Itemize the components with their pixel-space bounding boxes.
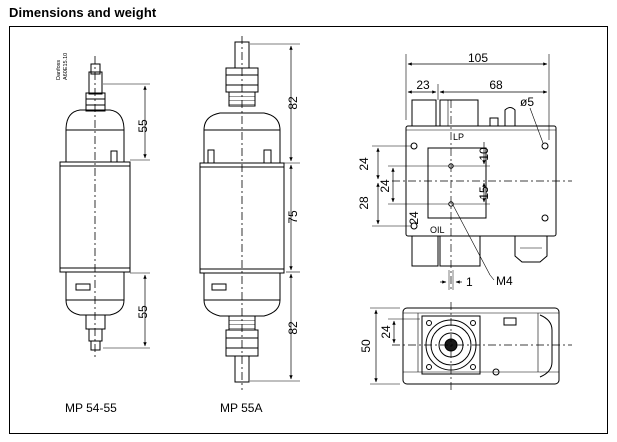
leader-dia5 — [529, 107, 544, 144]
bottom-hole — [492, 368, 500, 376]
upper-right-hook — [504, 107, 516, 126]
top-stem — [88, 71, 103, 95]
upper-tab — [263, 149, 272, 164]
bottom-stem-tip — [90, 340, 101, 351]
dim-left-upper: 55 — [136, 119, 150, 133]
lower-tab — [211, 283, 227, 291]
dim-mid-top: 82 — [286, 96, 300, 110]
mp54-55-view: Danfoss A60E15.10 — [56, 53, 150, 360]
label-oil: OIL — [430, 225, 445, 235]
corner-screw-br — [470, 364, 476, 370]
small-slot — [503, 317, 517, 326]
bottom-nut — [85, 314, 106, 330]
hole-bottom-right — [541, 214, 549, 222]
bottom-view — [370, 302, 572, 392]
dim-50: 50 — [359, 339, 373, 353]
watermark-danfoss: Danfoss — [56, 60, 62, 80]
section-heading: Dimensions and weight — [9, 5, 157, 20]
dim-mid-middle: 75 — [286, 210, 300, 224]
corner-screw-tr — [470, 320, 476, 326]
label-m4: M4 — [496, 274, 513, 288]
corner-screw-tl — [426, 320, 432, 326]
dim-105: 105 — [468, 51, 488, 65]
lower-tab — [75, 283, 91, 291]
bottom-stem — [88, 328, 103, 342]
leader-m4 — [452, 204, 491, 276]
upper-small-tab — [489, 117, 499, 127]
right-curve — [539, 314, 553, 378]
dim-68: 68 — [489, 78, 503, 92]
front-view — [372, 54, 572, 290]
lower-dome — [203, 299, 281, 317]
top-nut — [85, 92, 106, 112]
dim-mid-bottom: 82 — [286, 321, 300, 335]
caption-mp54-55: MP 54-55 — [65, 401, 117, 415]
dim-28: 28 — [357, 196, 371, 210]
upper-tab — [110, 150, 118, 163]
mp55a-view — [199, 36, 300, 390]
dim-24-bottom: 24 — [379, 325, 393, 339]
caption-mp55a: MP 55A — [220, 401, 262, 415]
dim-15: 15 — [477, 186, 491, 200]
dim-1: 1 — [466, 275, 473, 289]
lower-dome — [65, 299, 125, 316]
upper-dome — [203, 112, 281, 131]
upper-left-boss — [411, 99, 437, 127]
scale-window — [427, 147, 487, 219]
dim-23: 23 — [416, 78, 430, 92]
upper-center-boss — [439, 99, 479, 127]
bottom-plate — [402, 307, 560, 385]
lower-center-boss — [439, 235, 481, 267]
corner-screw-bl — [426, 364, 432, 370]
label-lp: LP — [453, 132, 464, 142]
drawing-frame — [9, 26, 608, 434]
lower-right-connector — [514, 236, 548, 263]
lower-left-boss — [411, 235, 439, 267]
hole-top-right — [541, 142, 549, 150]
dim-dia5: ø5 — [520, 95, 534, 109]
dim-24-top: 24 — [357, 157, 371, 171]
upper-tab-left — [207, 149, 215, 164]
watermark-code: A60E15.10 — [63, 53, 69, 80]
upper-dome — [65, 109, 125, 131]
top-stem-tip — [90, 63, 101, 75]
dim-10: 10 — [477, 147, 491, 161]
dim-left-lower: 55 — [136, 305, 150, 319]
dim-24-side: 24 — [407, 211, 421, 225]
dim-24-inner: 24 — [378, 179, 392, 193]
